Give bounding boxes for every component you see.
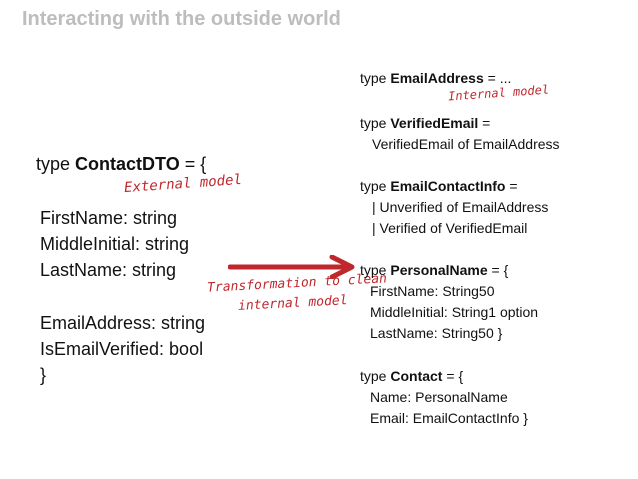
contact-name-field: Name: PersonalName <box>370 389 508 405</box>
type-suffix: = <box>505 178 518 194</box>
type-keyword: type <box>360 115 391 131</box>
field-first-name: FirstName: string <box>40 208 178 228</box>
closing-brace: } <box>40 365 47 385</box>
type-suffix: = { <box>487 262 509 278</box>
contact-type: type Contact = { <box>360 366 463 386</box>
type-name: VerifiedEmail <box>390 115 479 131</box>
type-suffix: = { <box>442 368 464 384</box>
type-keyword: type <box>360 70 391 86</box>
email-address-type: type EmailAddress = ... <box>360 68 511 88</box>
type-suffix: = <box>478 115 491 131</box>
verified-email-type: type VerifiedEmail = <box>360 113 490 133</box>
type-keyword: type <box>360 262 391 278</box>
type-keyword: type <box>360 368 391 384</box>
type-keyword: type <box>360 178 391 194</box>
personal-name-middle: MiddleInitial: String1 option <box>370 304 539 320</box>
type-name: PersonalName <box>390 262 488 278</box>
field-last-name: LastName: string <box>40 260 177 280</box>
slide-title: Interacting with the outside world <box>22 8 341 30</box>
personal-name-first: FirstName: String50 <box>370 283 495 299</box>
unverified-case: | Unverified of EmailAddress <box>372 199 549 215</box>
type-name: EmailContactInfo <box>390 178 506 194</box>
contact-dto-prefix: type <box>36 154 76 174</box>
type-name: EmailAddress <box>390 70 484 86</box>
email-contact-info-type: type EmailContactInfo = <box>360 176 518 196</box>
personal-name-type: type PersonalName = { <box>360 260 508 280</box>
transformation-note-line2: internal model <box>237 293 348 314</box>
contact-email-field: Email: EmailContactInfo } <box>370 410 528 426</box>
contact-dto-name: ContactDTO <box>75 154 180 174</box>
contact-dto-suffix: = { <box>179 154 207 174</box>
personal-name-last: LastName: String50 } <box>370 325 503 341</box>
field-middle-initial: MiddleInitial: string <box>40 234 190 254</box>
type-suffix: = ... <box>483 70 512 86</box>
field-is-email-verified: IsEmailVerified: bool <box>40 339 204 359</box>
field-email-address: EmailAddress: string <box>40 313 206 333</box>
transformation-arrow-icon <box>228 255 355 279</box>
verified-case: | Verified of VerifiedEmail <box>372 220 528 236</box>
verified-email-line: VerifiedEmail of EmailAddress <box>372 136 560 152</box>
type-name: Contact <box>390 368 443 384</box>
contact-dto-header: type ContactDTO = { <box>36 152 206 176</box>
